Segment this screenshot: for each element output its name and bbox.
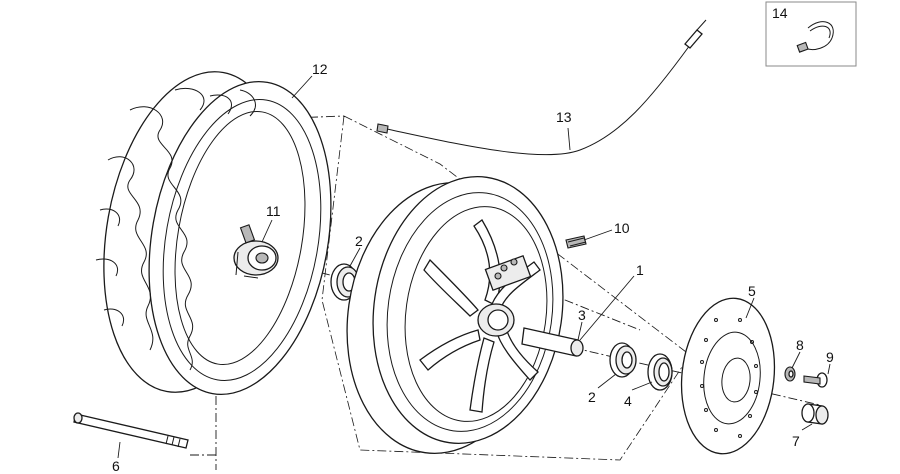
part-4-seal xyxy=(647,353,673,391)
hub-assembly-outline xyxy=(321,115,691,461)
part-7-bushing xyxy=(801,403,829,425)
part-2-bearing-right xyxy=(609,342,637,378)
part-8-washer xyxy=(784,366,796,382)
callout-5: 5 xyxy=(748,283,756,299)
part-1-wheel-rim xyxy=(346,176,564,454)
disc-holes xyxy=(700,318,758,438)
callouts: 12 11 2 13 10 1 3 2 4 5 8 9 7 6 xyxy=(112,61,834,474)
callout-13: 13 xyxy=(556,109,572,125)
part-6-axle xyxy=(73,412,189,449)
part-3-spacer xyxy=(521,327,584,357)
hose-clamp xyxy=(796,21,834,53)
callout-3: 3 xyxy=(578,307,586,323)
tire-tread xyxy=(129,106,193,371)
callout-8: 8 xyxy=(796,337,804,353)
callout-2a: 2 xyxy=(355,233,363,249)
callout-2b: 2 xyxy=(588,389,596,405)
leader-lines xyxy=(117,75,831,459)
part-13-speedometer-cable xyxy=(376,19,707,156)
part-9-screw xyxy=(803,372,828,388)
callout-14: 14 xyxy=(772,5,788,21)
part-2-bearing-left xyxy=(330,263,360,301)
part-11-speedometer-drive xyxy=(233,224,279,279)
callout-6: 6 xyxy=(112,458,120,474)
callout-10: 10 xyxy=(614,220,630,236)
part-10-bolt xyxy=(565,235,587,249)
inset-box xyxy=(765,1,857,67)
callout-11: 11 xyxy=(266,203,281,219)
callout-9: 9 xyxy=(826,349,834,365)
part-5-brake-disc xyxy=(680,297,776,455)
callout-4: 4 xyxy=(624,393,632,409)
part-12-tire xyxy=(95,71,332,395)
callout-12: 12 xyxy=(312,61,328,77)
callout-7: 7 xyxy=(792,433,800,449)
callout-1: 1 xyxy=(636,262,644,278)
part-14-inset: 14 xyxy=(765,1,857,67)
